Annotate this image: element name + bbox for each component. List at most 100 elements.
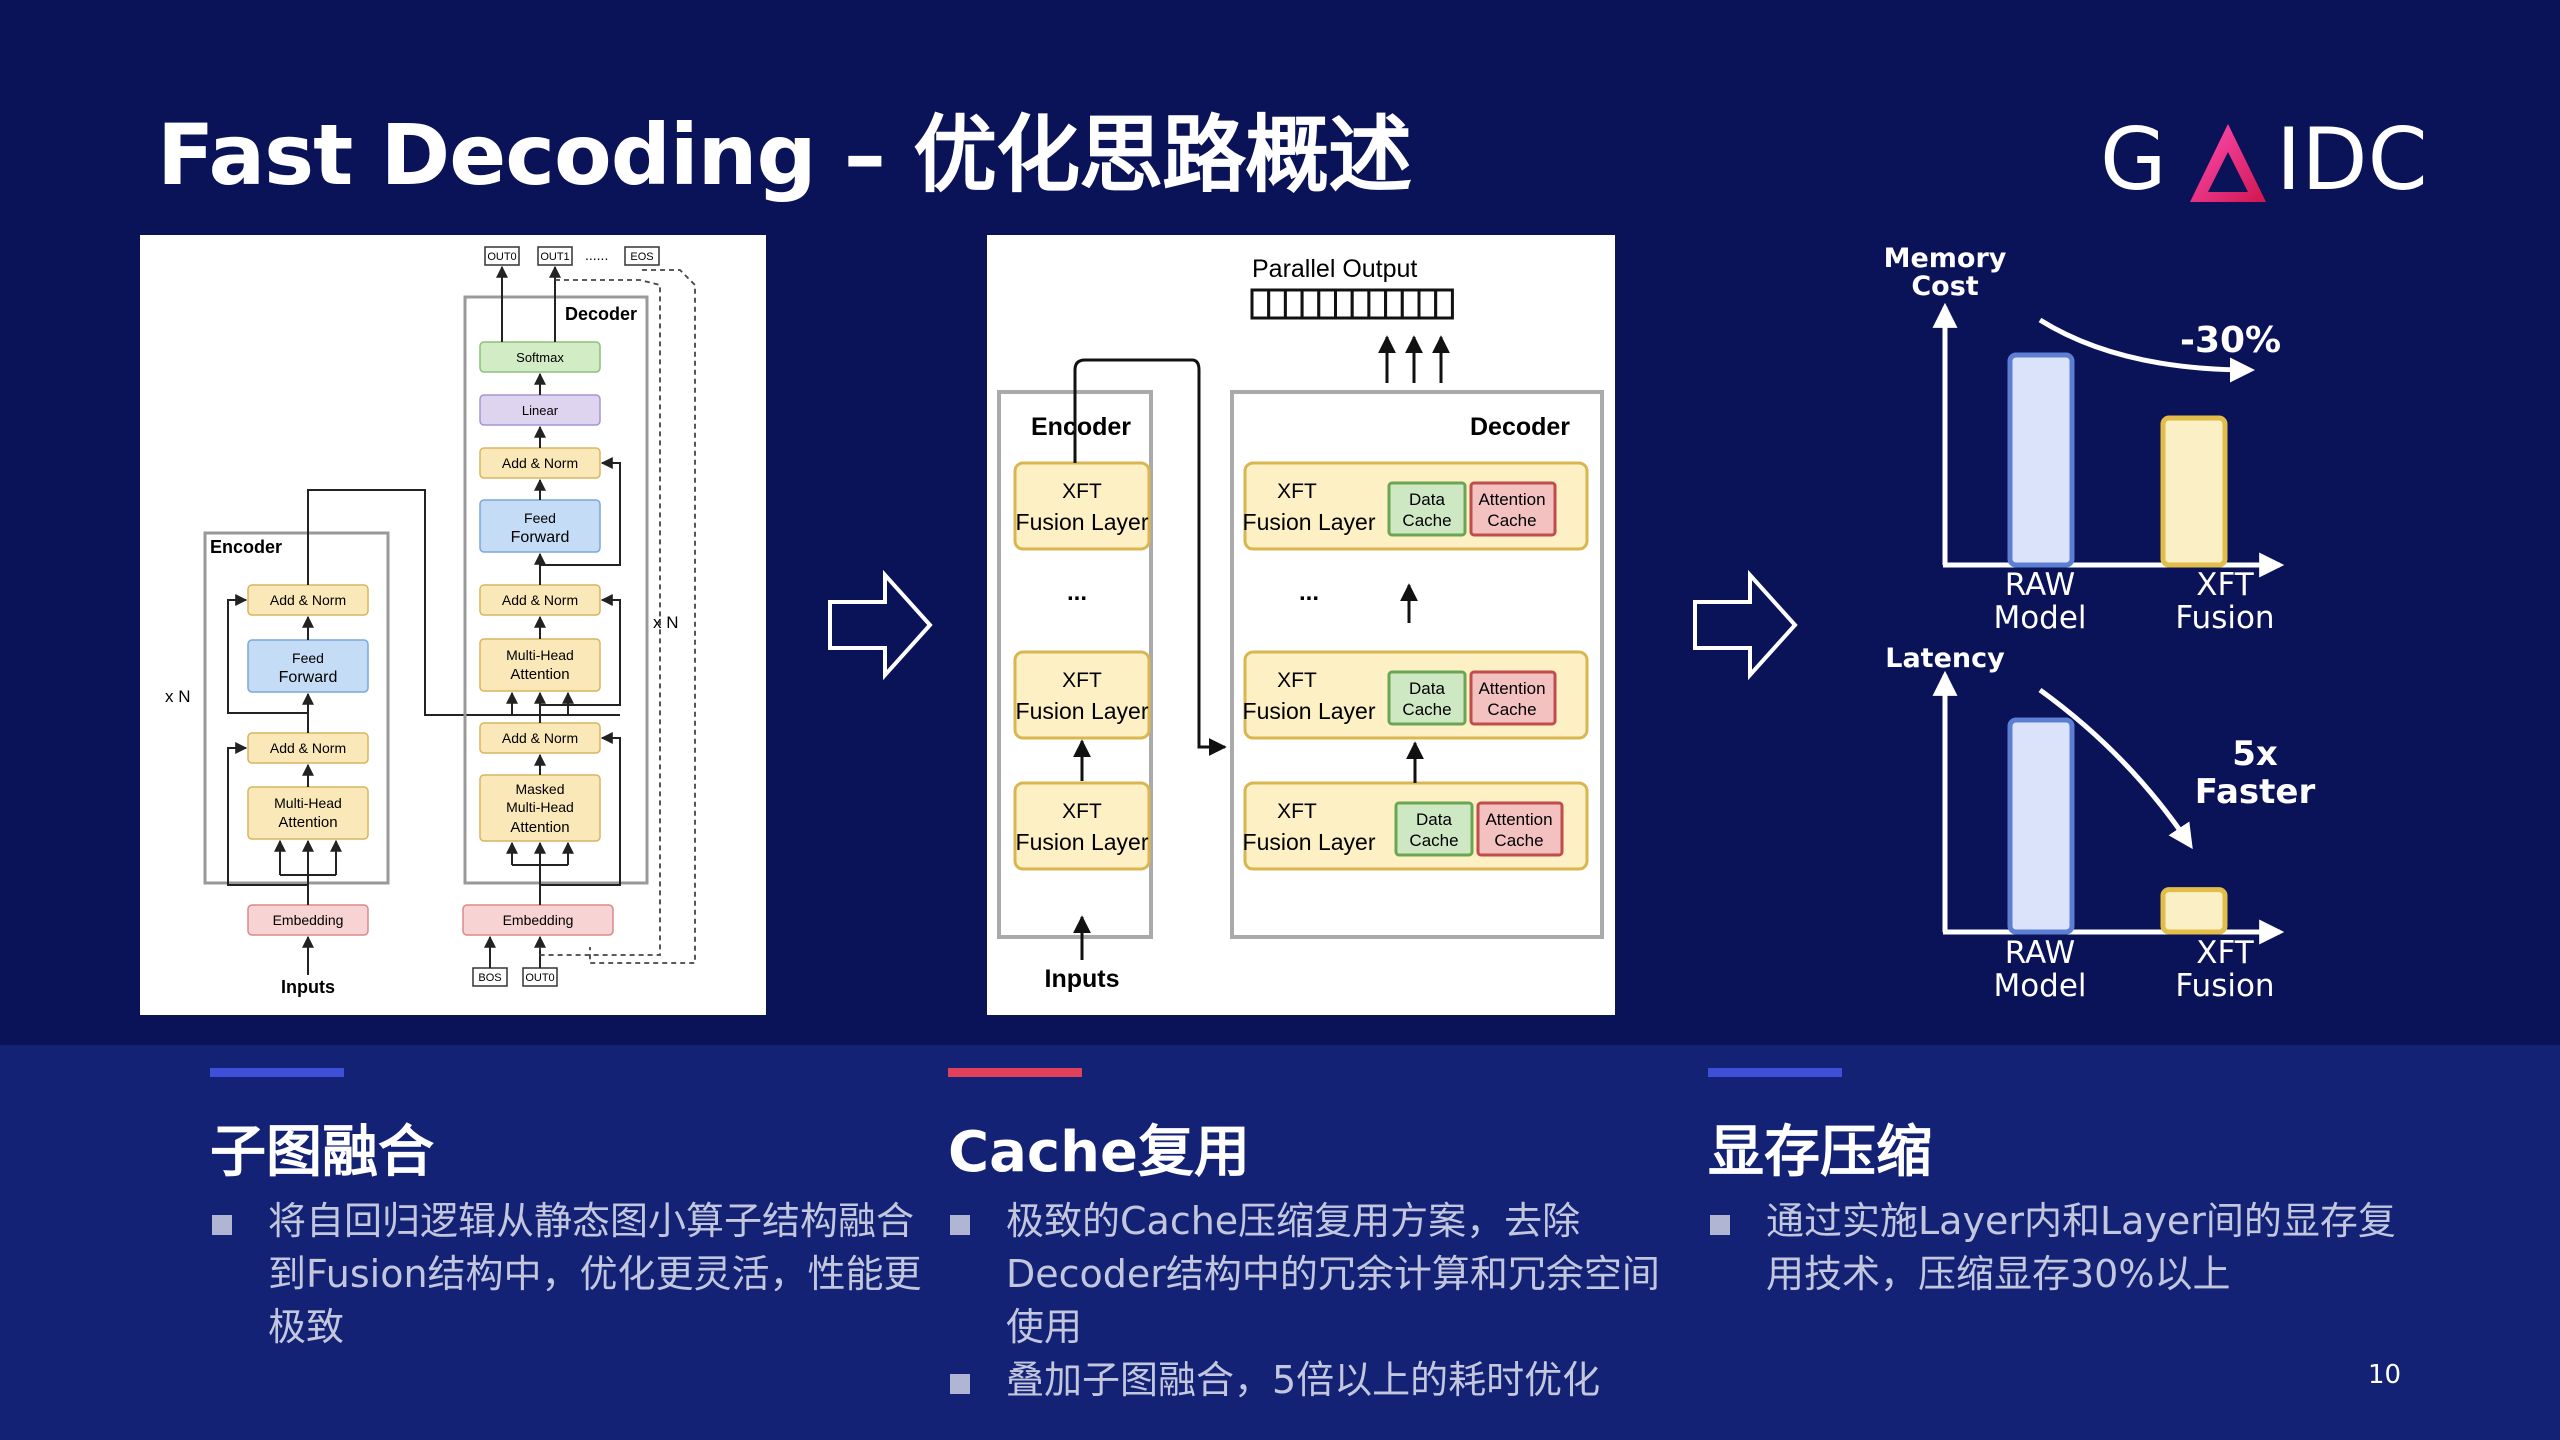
output-cell <box>1267 288 1287 320</box>
dec-mha-2: Attention <box>510 666 569 683</box>
latency-xft-label-2: Fusion <box>2175 968 2274 1004</box>
attention-cache-label-1: Attention <box>1478 679 1545 698</box>
data-cache-label-1: Data <box>1409 679 1445 698</box>
memory-ylabel-2: Cost <box>1911 271 1978 302</box>
memory-xft-label-2: Fusion <box>2175 600 2274 636</box>
accent-bar <box>1708 1068 1842 1077</box>
enc-ellipsis: ... <box>1067 579 1087 606</box>
logo-triangle-icon <box>2190 124 2266 202</box>
latency-ylabel: Latency <box>1885 643 2005 674</box>
xft-fusion-diagram: Parallel Output Encoder XFT Fusion Layer… <box>987 235 1615 1015</box>
memory-annotation: -30% <box>2180 320 2281 361</box>
data-cache-label-2: Cache <box>1409 831 1458 850</box>
feature-title: 子图融合 <box>210 1120 434 1185</box>
attention-cache-label-2: Cache <box>1487 700 1536 719</box>
memory-trend-arrow <box>2038 317 2255 383</box>
transformer-diagram: OUT0 OUT1 ...... EOS Encoder x N Add & N… <box>140 235 766 1015</box>
output-cell <box>1317 288 1337 320</box>
latency-xft-label-1: XFT <box>2196 935 2255 971</box>
parallel-output-cells <box>1250 288 1454 320</box>
logo-letter: G <box>2100 110 2167 210</box>
dec-masked-1: Masked <box>515 781 564 797</box>
data-cache-label-1: Data <box>1409 490 1445 509</box>
enc-inputs: Inputs <box>281 977 335 997</box>
encoder-repeat: x N <box>165 687 191 706</box>
latency-annotation-1: 5x <box>2232 734 2278 774</box>
feature-bullets: 极致的Cache压缩复用方案，去除Decoder结构中的冗余计算和冗余空间使用 … <box>948 1195 1668 1407</box>
output-cell <box>1434 288 1454 320</box>
xft-encoder-title: Encoder <box>1031 413 1131 441</box>
enc-fusion-1: Fusion Layer <box>1016 509 1149 535</box>
bullet-item: 将自回归逻辑从静态图小算子结构融合到Fusion结构中，优化更灵活，性能更极致 <box>210 1195 930 1354</box>
output-cell <box>1250 288 1271 320</box>
output-cell <box>1283 288 1304 320</box>
dec-embedding: Embedding <box>503 912 574 928</box>
enc-fusion-3: Fusion Layer <box>1016 829 1149 855</box>
attention-cache-label-1: Attention <box>1478 490 1545 509</box>
dec-fusion-label: Fusion Layer <box>1243 829 1376 855</box>
out1-label: OUT1 <box>540 251 569 263</box>
output-cell <box>1384 288 1404 320</box>
page-number: 10 <box>2368 1360 2402 1390</box>
dec-fusion-label: Fusion Layer <box>1243 509 1376 535</box>
attention-cache-label-1: Attention <box>1485 810 1552 829</box>
memory-ylabel-1: Memory <box>1884 243 2007 274</box>
dec-xft-label: XFT <box>1277 669 1317 692</box>
memory-raw-bar <box>2007 352 2075 568</box>
latency-trend-arrow <box>2038 687 2193 850</box>
dec-masked-2: Multi-Head <box>506 799 574 815</box>
accent-bar <box>948 1068 1082 1077</box>
enc-ff-1: Feed <box>292 650 324 666</box>
memory-xft-label-1: XFT <box>2196 567 2255 603</box>
data-cache-label-1: Data <box>1416 810 1452 829</box>
enc-mha-1: Multi-Head <box>274 795 342 811</box>
dec-linear: Linear <box>522 403 559 418</box>
feature-title: Cache复用 <box>948 1120 1250 1185</box>
latency-annotation-2: Faster <box>2195 772 2316 812</box>
enc-xft-2: XFT <box>1062 669 1102 692</box>
slide-title: Fast Decoding – 优化思路概述 <box>157 106 1412 204</box>
dec-masked-3: Attention <box>510 819 569 836</box>
bullet-item: 极致的Cache压缩复用方案，去除Decoder结构中的冗余计算和冗余空间使用 <box>948 1195 1668 1354</box>
enc-addnorm-2: Add & Norm <box>270 592 346 608</box>
bos-label: BOS <box>478 972 501 984</box>
data-cache-box <box>1387 481 1467 537</box>
output-cell <box>1300 288 1321 320</box>
enc-fusion-2: Fusion Layer <box>1016 698 1149 724</box>
feature-bullets: 将自回归逻辑从静态图小算子结构融合到Fusion结构中，优化更灵活，性能更极致 <box>210 1195 930 1354</box>
output-cell <box>1350 288 1371 320</box>
right-arrow-icon <box>1693 570 1798 680</box>
enc-xft-3: XFT <box>1062 800 1102 823</box>
out0-bottom-label: OUT0 <box>525 972 554 984</box>
output-cell <box>1367 288 1388 320</box>
dec-ff-1: Feed <box>524 510 556 526</box>
attention-cache-box <box>1469 670 1557 726</box>
data-cache-box <box>1394 801 1474 857</box>
accent-bar <box>210 1068 344 1077</box>
parallel-output-label: Parallel Output <box>1252 255 1417 283</box>
data-cache-label-2: Cache <box>1402 700 1451 719</box>
out0-label: OUT0 <box>487 251 516 263</box>
enc-xft-1: XFT <box>1062 480 1102 503</box>
latency-raw-label-2: Model <box>1993 968 2086 1004</box>
bullet-item: 叠加子图融合，5倍以上的耗时优化 <box>948 1354 1668 1407</box>
output-cell <box>1334 288 1354 320</box>
bullet-item: 通过实施Layer内和Layer间的显存复用技术，压缩显存30%以上 <box>1708 1195 2428 1301</box>
dec-mha-1: Multi-Head <box>506 647 574 663</box>
xft-decoder-title: Decoder <box>1470 413 1570 441</box>
dec-ellipsis: ... <box>1299 579 1319 606</box>
gaidc-logo: G IDC <box>2100 110 2430 210</box>
summary-band: 子图融合 将自回归逻辑从静态图小算子结构融合到Fusion结构中，优化更灵活，性… <box>0 1045 2560 1440</box>
dec-addnorm-2: Add & Norm <box>502 592 578 608</box>
decoder-repeat: x N <box>653 613 679 632</box>
feature-title: 显存压缩 <box>1708 1120 1932 1185</box>
attention-cache-label-2: Cache <box>1487 511 1536 530</box>
latency-raw-bar <box>2007 717 2075 935</box>
encoder-title: Encoder <box>210 537 282 557</box>
memory-raw-label-1: RAW <box>2005 567 2075 603</box>
attention-cache-box <box>1476 801 1564 857</box>
dec-ff-2: Forward <box>511 529 570 546</box>
enc-ff-2: Forward <box>279 669 338 686</box>
dec-addnorm-1: Add & Norm <box>502 730 578 746</box>
data-cache-box <box>1387 670 1467 726</box>
